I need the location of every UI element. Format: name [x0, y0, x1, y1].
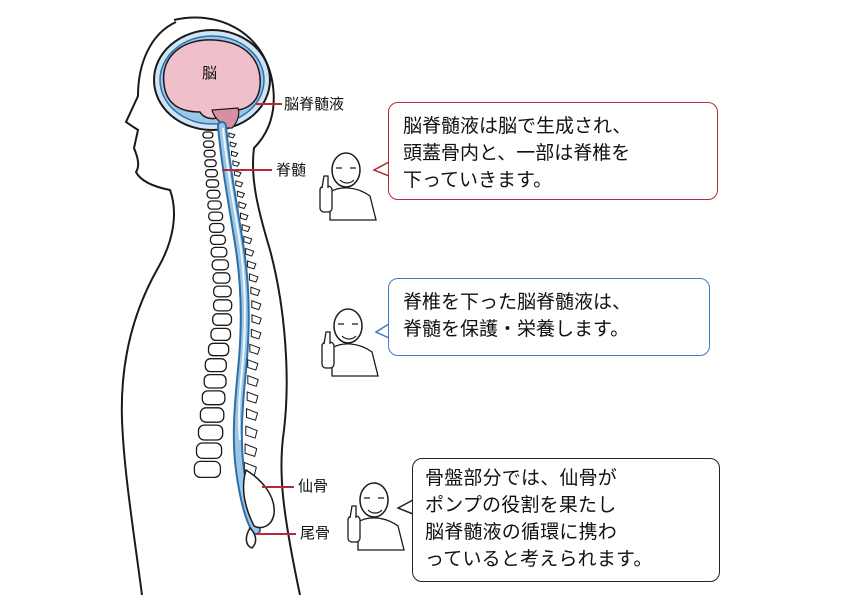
bubble-line: 下っていきます。	[403, 169, 553, 191]
vertebra-body	[209, 234, 227, 246]
speech-bubble-sacrum-pump: 骨盤部分では、仙骨が ポンプの役割を果たし 脳脊髄液の循環に携わ っていると考え…	[412, 458, 720, 582]
bubble-line: ポンプの役割を果たし	[425, 494, 617, 516]
vertebra-body	[212, 313, 233, 326]
vertebra-body	[204, 169, 219, 178]
vertebra-process	[247, 374, 259, 387]
vertebra-body	[204, 358, 227, 373]
label-coccyx: 尾骨	[300, 524, 331, 542]
bubble-line: 脊髄を保護・栄養します。	[403, 318, 630, 340]
speech-bubble-spinal-protection: 脊椎を下った脳脊髄液は、 脊髄を保護・栄養します。	[388, 278, 710, 356]
vertebra-process	[248, 273, 259, 283]
bubble-3-tail	[396, 499, 414, 515]
vertebra-process	[245, 425, 258, 439]
vertebra-process	[251, 300, 262, 311]
spinal-cord	[222, 127, 246, 441]
vertebra-process	[228, 132, 236, 139]
vertebra-process	[250, 286, 261, 297]
vertebra-body	[208, 222, 225, 233]
bubble-line: 骨盤部分では、仙骨が	[425, 467, 618, 489]
bubble-line: っていると考えられます。	[425, 548, 653, 570]
vertebra-body	[208, 211, 224, 222]
vertebrae	[193, 131, 262, 479]
vertebra-body	[203, 373, 227, 389]
vertebra-body	[212, 299, 233, 312]
speech-bubble-csf-production: 脳脊髄液は脳で生成され、 頭蓋骨内と、一部は脊椎を 下っていきます。	[388, 102, 718, 200]
bubble-line: 脳脊髄液の循環に携わ	[425, 521, 618, 543]
label-sacrum: 仙骨	[298, 477, 329, 495]
bubble-line: 脳脊髄液は脳で生成され、	[403, 115, 632, 137]
vertebra-body	[207, 200, 222, 210]
vertebra-process	[231, 150, 239, 158]
vertebra-process	[238, 201, 247, 210]
vertebra-body	[210, 246, 228, 258]
vertebra-process	[229, 141, 238, 148]
brainstem	[211, 107, 240, 129]
vertebra-body	[210, 327, 232, 342]
vertebra-body	[211, 259, 230, 271]
vertebra-process	[251, 314, 262, 325]
vertebra-process	[235, 180, 244, 188]
vertebra-process	[233, 169, 242, 177]
vertebra-process	[247, 358, 259, 371]
vertebra-process	[249, 343, 261, 355]
vertebra-body	[193, 460, 222, 479]
vertebra-process	[232, 160, 241, 167]
vertebra-body	[202, 131, 214, 139]
vertebra-process	[245, 408, 259, 421]
vertebra-process	[243, 235, 253, 245]
bubble-line: 頭蓋骨内と、一部は脊椎を	[403, 142, 631, 164]
vertebra-process	[247, 260, 257, 270]
vertebra-body	[205, 179, 220, 188]
bubble-line: 脊椎を下った脳脊髄液は、	[403, 291, 632, 313]
vertebra-process	[246, 391, 259, 404]
bubble-1-tail	[372, 161, 390, 177]
vertebra-process	[240, 212, 249, 221]
sacrum-shape	[242, 468, 275, 529]
vertebra-process	[245, 247, 255, 257]
vertebra-body	[202, 140, 215, 148]
vertebra-process	[241, 223, 251, 233]
vertebra-body	[197, 424, 224, 441]
vertebra-body	[199, 407, 225, 423]
vertebra-body	[206, 189, 221, 199]
vertebra-process	[236, 190, 246, 199]
vertebra-body	[213, 285, 232, 298]
vertebra-body	[203, 149, 216, 158]
brain-shape	[162, 39, 261, 120]
vertebra-body	[207, 342, 230, 357]
vertebra-body	[201, 390, 226, 406]
coccyx-shape	[245, 526, 257, 549]
mascot-figure-1	[319, 152, 377, 221]
label-spinal-cord: 脊髄	[276, 161, 307, 179]
mascot-figure-2	[321, 308, 379, 377]
label-brain: 脳	[202, 64, 218, 82]
bubble-2-tail	[374, 323, 390, 339]
vertebra-process	[250, 328, 262, 340]
mascot-figure-3	[347, 482, 405, 551]
vertebra-body	[212, 272, 231, 284]
vertebra-body	[195, 442, 223, 460]
label-csf: 脳脊髄液	[284, 95, 345, 113]
vertebra-body	[204, 159, 217, 168]
vertebra-process	[244, 443, 258, 457]
